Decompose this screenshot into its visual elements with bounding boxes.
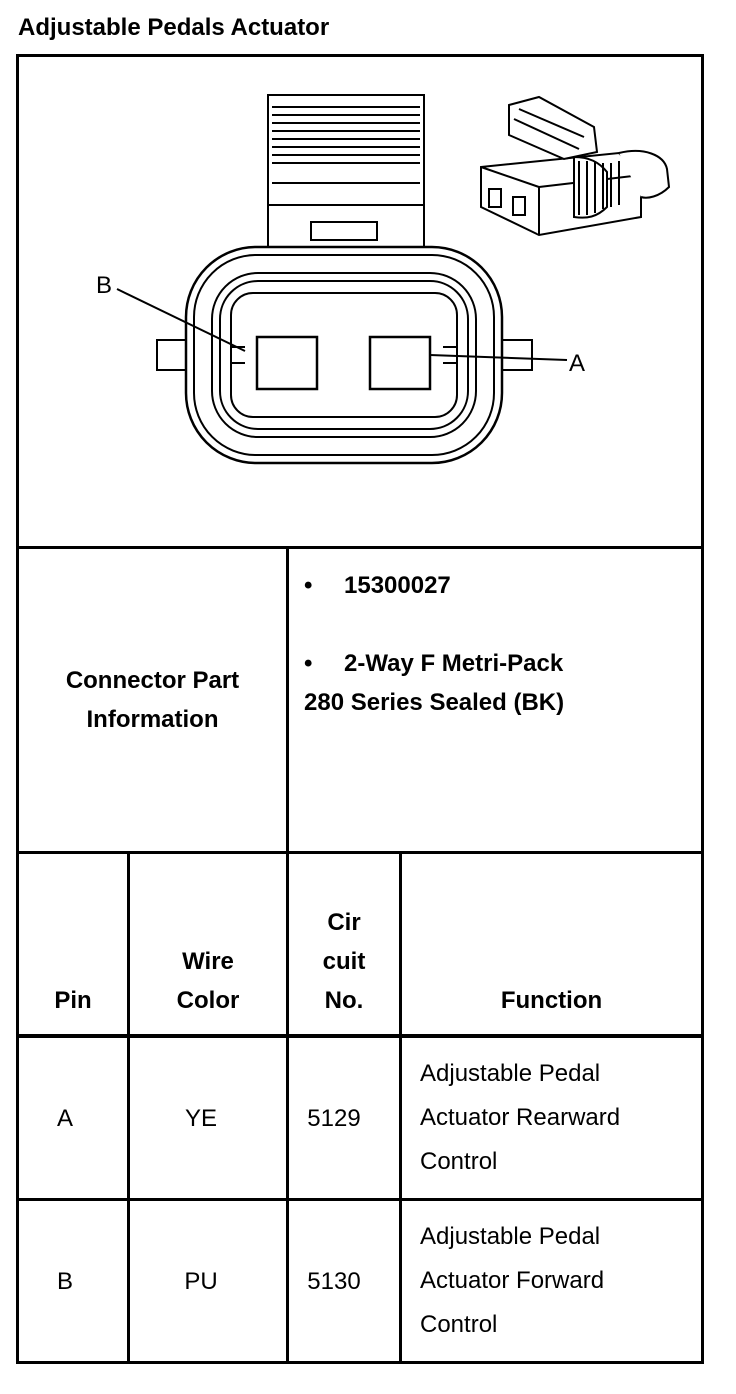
row-b-function-line3: Control — [420, 1311, 498, 1338]
description-line2: 280 Series Sealed (BK) — [304, 689, 565, 716]
header-wire-line1: Wire — [182, 948, 234, 975]
connector-iso-view — [480, 95, 671, 237]
connector-info-label-text: Connector Part Information — [65, 667, 240, 733]
label-a: A — [569, 350, 585, 377]
part-number: 15300027 — [344, 572, 451, 599]
header-circuit-text: Cir cuit No. — [323, 903, 366, 1020]
row-b-wire: PU — [184, 1267, 218, 1295]
connector-diagram: B A — [96, 94, 671, 465]
row-a-wire: YE — [184, 1104, 217, 1132]
description-item: • 2-Way F Metri-Pack — [304, 644, 704, 683]
row-b-function-line1: Adjustable Pedal — [420, 1223, 601, 1250]
row-b-pin: B — [56, 1267, 73, 1295]
header-function-text: Function — [500, 987, 603, 1014]
row-a-function-text: Adjustable Pedal Actuator Rearward Contr… — [420, 1052, 620, 1184]
connector-info-label: Connector Part Information — [19, 549, 286, 851]
header-wire-color: Wire Color — [130, 854, 286, 1034]
row-a-circuit: 5129 — [307, 1104, 361, 1132]
label-b: B — [96, 272, 112, 299]
bullet: • — [304, 650, 313, 677]
row-a-pin: A — [56, 1104, 73, 1132]
row-b-function-line2: Actuator Forward — [420, 1267, 605, 1294]
connector-info-values: • 15300027 • 2-Way F Metri-Pack 280 Seri… — [304, 566, 704, 722]
header-wire-line2: Color — [176, 987, 240, 1014]
header-circuit-line3: No. — [324, 987, 364, 1014]
part-number-item: • 15300027 — [304, 566, 704, 605]
header-pin: Pin — [19, 854, 127, 1034]
row-b-circuit: 5130 — [307, 1267, 361, 1295]
row-a-function-line3: Control — [420, 1148, 498, 1175]
row-a-function-line1: Adjustable Pedal — [420, 1060, 601, 1087]
header-function: Function — [402, 854, 701, 1034]
row-a-function-line2: Actuator Rearward — [420, 1104, 621, 1131]
header-wire-color-text: Wire Color — [177, 942, 240, 1020]
row-b-function: Adjustable Pedal Actuator Forward Contro… — [402, 1201, 701, 1361]
header-circuit: Cir cuit No. — [289, 854, 399, 1034]
bullet: • — [304, 572, 313, 599]
description-line1: 2-Way F Metri-Pack — [344, 650, 564, 677]
row-b-function-text: Adjustable Pedal Actuator Forward Contro… — [420, 1215, 604, 1347]
row-a-function: Adjustable Pedal Actuator Rearward Contr… — [402, 1038, 701, 1198]
header-circuit-line1: Cir — [327, 909, 361, 936]
page-title: Adjustable Pedals Actuator — [18, 14, 330, 41]
header-pin-text: Pin — [54, 987, 92, 1014]
header-circuit-line2: cuit — [322, 948, 366, 975]
